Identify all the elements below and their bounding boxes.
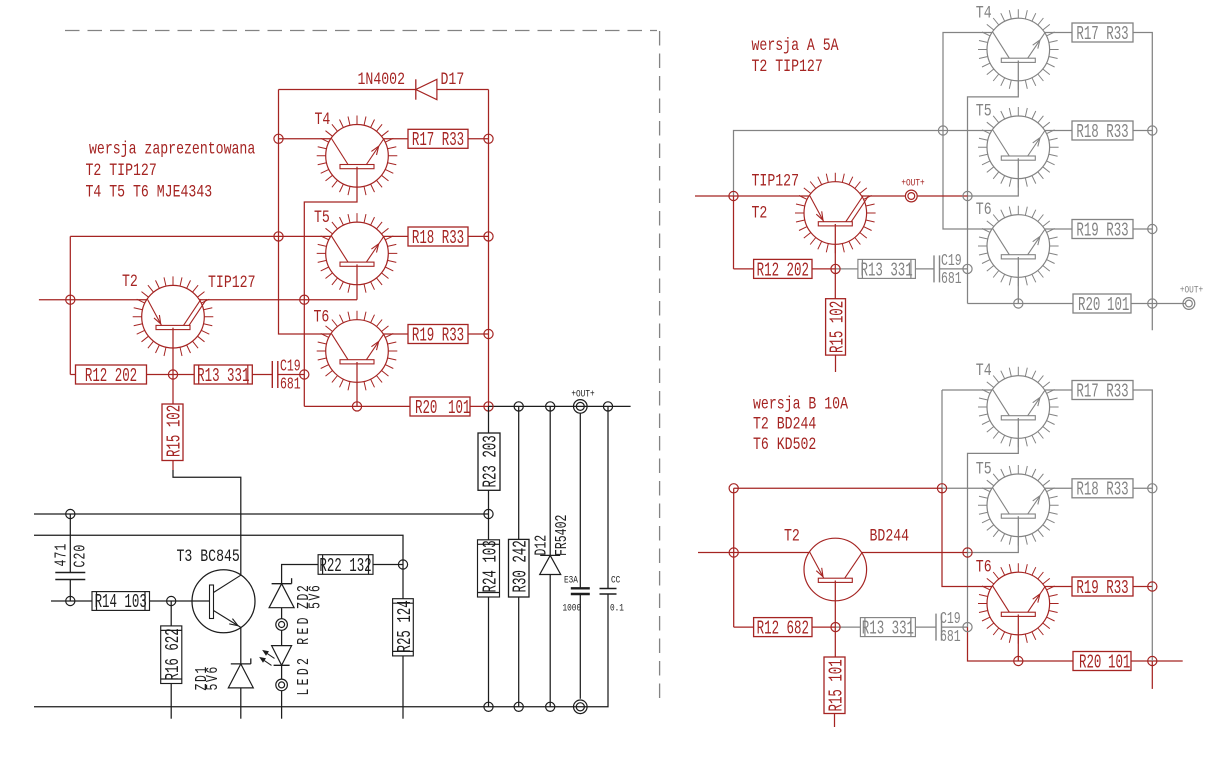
svg-text:T6: T6 <box>314 307 330 327</box>
svg-text:TIP127: TIP127 <box>208 272 256 292</box>
svg-text:R13 331: R13 331 <box>862 618 914 639</box>
svg-text:T2: T2 <box>122 271 138 291</box>
svg-text:R12 202: R12 202 <box>757 260 809 281</box>
svg-text:C19: C19 <box>280 358 301 376</box>
svg-text:C19: C19 <box>940 610 961 628</box>
svg-text:1000: 1000 <box>563 603 582 614</box>
svg-text:T4: T4 <box>976 360 992 380</box>
svg-text:R16 622: R16 622 <box>163 628 184 680</box>
svg-text:BD244: BD244 <box>870 526 910 546</box>
svg-text:R17 R33: R17 R33 <box>1076 381 1128 402</box>
svg-text:T6: T6 <box>976 557 992 577</box>
svg-text:T5: T5 <box>976 459 992 479</box>
svg-text:R17 R33: R17 R33 <box>1076 24 1128 45</box>
svg-text:R20: R20 <box>415 397 437 418</box>
svg-text:T5: T5 <box>976 101 992 121</box>
svg-text:R23 203: R23 203 <box>480 435 501 487</box>
svg-text:T4 T5 T6 MJE4343: T4 T5 T6 MJE4343 <box>86 182 213 202</box>
svg-text:CC: CC <box>611 575 620 586</box>
svg-text:C20: C20 <box>72 544 90 568</box>
svg-text:wersja B 10A: wersja B 10A <box>753 394 849 414</box>
svg-text:T6: T6 <box>976 199 992 219</box>
svg-text:ZD1: ZD1 <box>193 665 211 690</box>
svg-text:471: 471 <box>53 543 71 567</box>
svg-text:R17 R33: R17 R33 <box>412 130 464 151</box>
svg-text:+OUT+: +OUT+ <box>571 389 594 400</box>
svg-text:681: 681 <box>940 628 961 646</box>
svg-text:T2: T2 <box>784 526 800 546</box>
svg-text:C19: C19 <box>941 252 962 270</box>
svg-text:R15 102: R15 102 <box>164 405 185 457</box>
svg-text:FR5402: FR5402 <box>553 515 571 556</box>
svg-text:R15 102: R15 102 <box>827 301 848 353</box>
svg-text:R24 103: R24 103 <box>480 540 501 592</box>
svg-text:wersja zaprezentowana: wersja zaprezentowana <box>89 139 255 159</box>
svg-text:101: 101 <box>1108 652 1130 673</box>
svg-text:R15 101: R15 101 <box>826 659 847 711</box>
svg-text:TIP127: TIP127 <box>752 171 800 191</box>
svg-text:+OUT+: +OUT+ <box>901 178 924 189</box>
svg-text:R13 331: R13 331 <box>197 366 249 387</box>
svg-text:T6 KD502: T6 KD502 <box>753 434 816 454</box>
svg-text:R18 R33: R18 R33 <box>412 227 464 248</box>
svg-text:681: 681 <box>280 376 301 394</box>
svg-text:5V6: 5V6 <box>307 584 325 609</box>
svg-text:R18 R33: R18 R33 <box>1076 479 1128 500</box>
svg-text:D17: D17 <box>441 69 465 89</box>
svg-text:T4: T4 <box>976 3 992 23</box>
svg-text:5V6: 5V6 <box>204 665 222 690</box>
svg-text:R14 103: R14 103 <box>95 592 147 613</box>
svg-text:R18 R33: R18 R33 <box>1076 122 1128 143</box>
svg-text:0.1: 0.1 <box>610 603 624 614</box>
svg-text:T4: T4 <box>315 109 331 129</box>
svg-text:R12 682: R12 682 <box>757 618 809 639</box>
svg-text:R13 331: R13 331 <box>860 260 912 281</box>
svg-text:R30 242: R30 242 <box>510 540 531 592</box>
svg-text:+OUT+: +OUT+ <box>1180 285 1203 296</box>
svg-text:101: 101 <box>1107 295 1129 316</box>
svg-text:R22 132: R22 132 <box>319 555 371 576</box>
svg-text:R25 124: R25 124 <box>395 600 416 652</box>
svg-text:681: 681 <box>941 270 962 288</box>
svg-text:R19 R33: R19 R33 <box>412 325 464 346</box>
svg-text:T3 BC845: T3 BC845 <box>177 546 240 566</box>
svg-text:ZD2: ZD2 <box>295 584 313 609</box>
svg-text:R20: R20 <box>1078 295 1100 316</box>
svg-text:D12: D12 <box>533 535 551 556</box>
svg-text:T2 TIP127: T2 TIP127 <box>752 56 823 76</box>
svg-text:T2: T2 <box>752 203 768 223</box>
svg-text:LED2 RED: LED2 RED <box>295 614 313 695</box>
svg-text:T2 BD244: T2 BD244 <box>753 414 816 434</box>
svg-text:101: 101 <box>448 397 470 418</box>
svg-text:R12 202: R12 202 <box>85 366 137 387</box>
svg-text:1N4002: 1N4002 <box>358 69 406 89</box>
svg-text:T2 TIP127: T2 TIP127 <box>86 160 157 180</box>
svg-text:R20: R20 <box>1079 652 1101 673</box>
svg-text:R19 R33: R19 R33 <box>1076 220 1128 241</box>
svg-text:T5: T5 <box>314 207 330 227</box>
svg-text:wersja A 5A: wersja A 5A <box>752 35 840 55</box>
svg-text:E3A: E3A <box>564 575 579 586</box>
svg-text:R19 R33: R19 R33 <box>1076 578 1128 599</box>
